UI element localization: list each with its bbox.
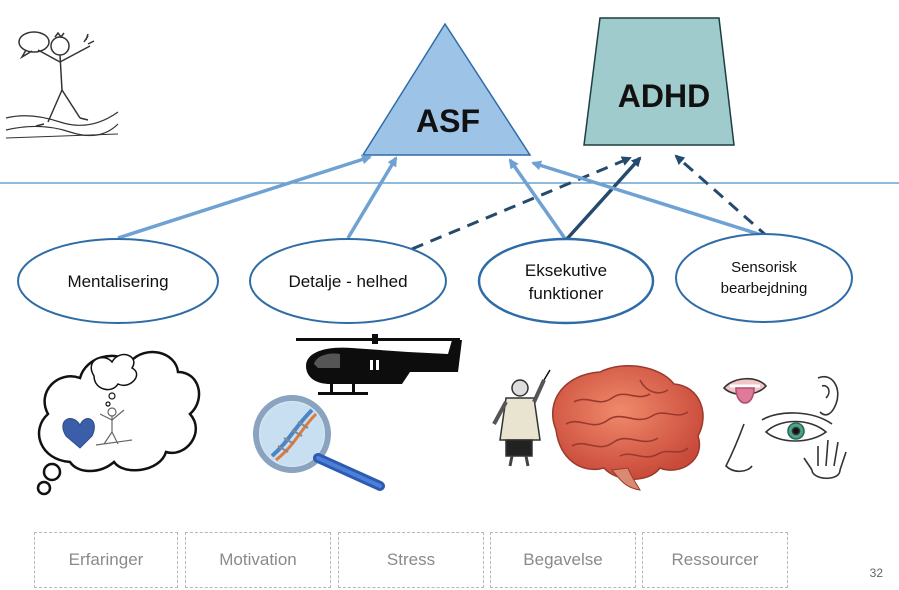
factor-label: Begavelse <box>523 550 603 569</box>
adhd-label: ADHD <box>618 78 710 114</box>
arrow-detalje-asf <box>346 156 398 239</box>
factor-label: Erfaringer <box>68 550 144 569</box>
arrow-eksekutive-asf <box>508 158 568 242</box>
node-detalje-helhed: Detalje - helhed <box>249 238 447 324</box>
node-detalje-helhed-label: Detalje - helhed <box>288 272 407 291</box>
node-eksekutive-label-line2: funktioner <box>529 284 604 303</box>
factor-box-erfaringer: Erfaringer <box>34 532 178 588</box>
thought-cloud-icon <box>36 350 201 496</box>
conductor-icon <box>492 369 551 467</box>
factor-label: Motivation <box>219 550 297 569</box>
node-mentalisering-label: Mentalisering <box>67 272 168 291</box>
node-eksekutive-funktioner: Eksekutive funktioner <box>477 237 655 325</box>
asf-triangle <box>361 22 532 156</box>
factor-box-begavelse: Begavelse <box>490 532 636 588</box>
node-sensorisk-label-line1: Sensorisk <box>731 259 797 276</box>
node-sensorisk-label-line2: bearbejdning <box>721 280 808 297</box>
waving-person-icon <box>5 31 119 139</box>
magnifying-glass-dna-icon <box>253 395 385 491</box>
factor-label: Stress <box>386 550 436 569</box>
factor-label: Ressourcer <box>671 550 759 569</box>
arrow-sensorisk-asf <box>531 160 769 239</box>
asf-label: ASF <box>416 103 480 139</box>
page-number: 32 <box>869 566 883 580</box>
adhd-trapezoid <box>583 17 735 146</box>
node-mentalisering: Mentalisering <box>17 238 219 324</box>
node-eksekutive-label-line1: Eksekutive <box>525 261 607 280</box>
brain-icon <box>551 365 704 491</box>
arrow-mentalisering-asf <box>117 154 372 240</box>
arrow-sensorisk-adhd <box>674 154 769 239</box>
factor-box-stress: Stress <box>338 532 484 588</box>
arrow-eksekutive-adhd <box>564 156 642 242</box>
factor-box-ressourcer: Ressourcer <box>642 532 788 588</box>
factor-box-motivation: Motivation <box>185 532 331 588</box>
helicopter-icon <box>296 334 462 395</box>
node-sensorisk-bearbejdning: Sensorisk bearbejdning <box>675 233 853 323</box>
senses-icon <box>722 375 847 480</box>
